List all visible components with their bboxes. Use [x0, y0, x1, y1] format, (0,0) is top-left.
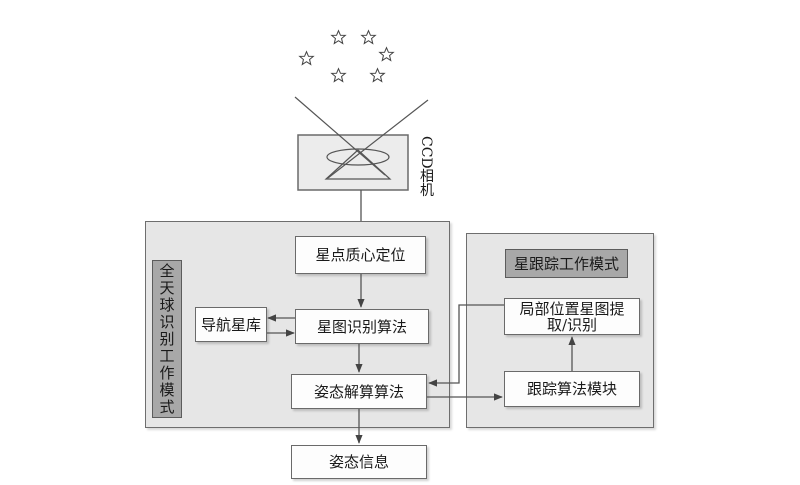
attitude-info-box: 姿态信息	[291, 445, 427, 479]
sensor-icon	[324, 149, 392, 180]
all-sky-mode-title: 全天球识别工作模式	[152, 260, 182, 418]
star-icon	[331, 30, 346, 44]
attitude-solve-box: 姿态解算算法	[291, 374, 427, 409]
lens-icon	[326, 148, 390, 166]
light-ray	[327, 99, 429, 179]
navigation-catalog-box: 导航星库	[195, 307, 267, 342]
star-icon	[361, 30, 376, 44]
star-icon	[379, 47, 394, 61]
ccd-camera-body	[297, 134, 409, 191]
star-icon	[370, 68, 385, 82]
tracking-mode-title: 星跟踪工作模式	[505, 249, 628, 278]
centroid-box: 星点质心定位	[295, 236, 426, 274]
tracking-algorithm-box: 跟踪算法模块	[504, 371, 640, 407]
star-icon	[299, 51, 314, 65]
star-field-icon	[299, 30, 394, 82]
star-icon	[331, 68, 346, 82]
ccd-camera-label: CCD相机	[418, 136, 434, 197]
star-identification-box: 星图识别算法	[295, 309, 429, 344]
light-ray	[294, 96, 386, 176]
local-star-id-box: 局部位置星图提取/识别	[504, 298, 640, 335]
